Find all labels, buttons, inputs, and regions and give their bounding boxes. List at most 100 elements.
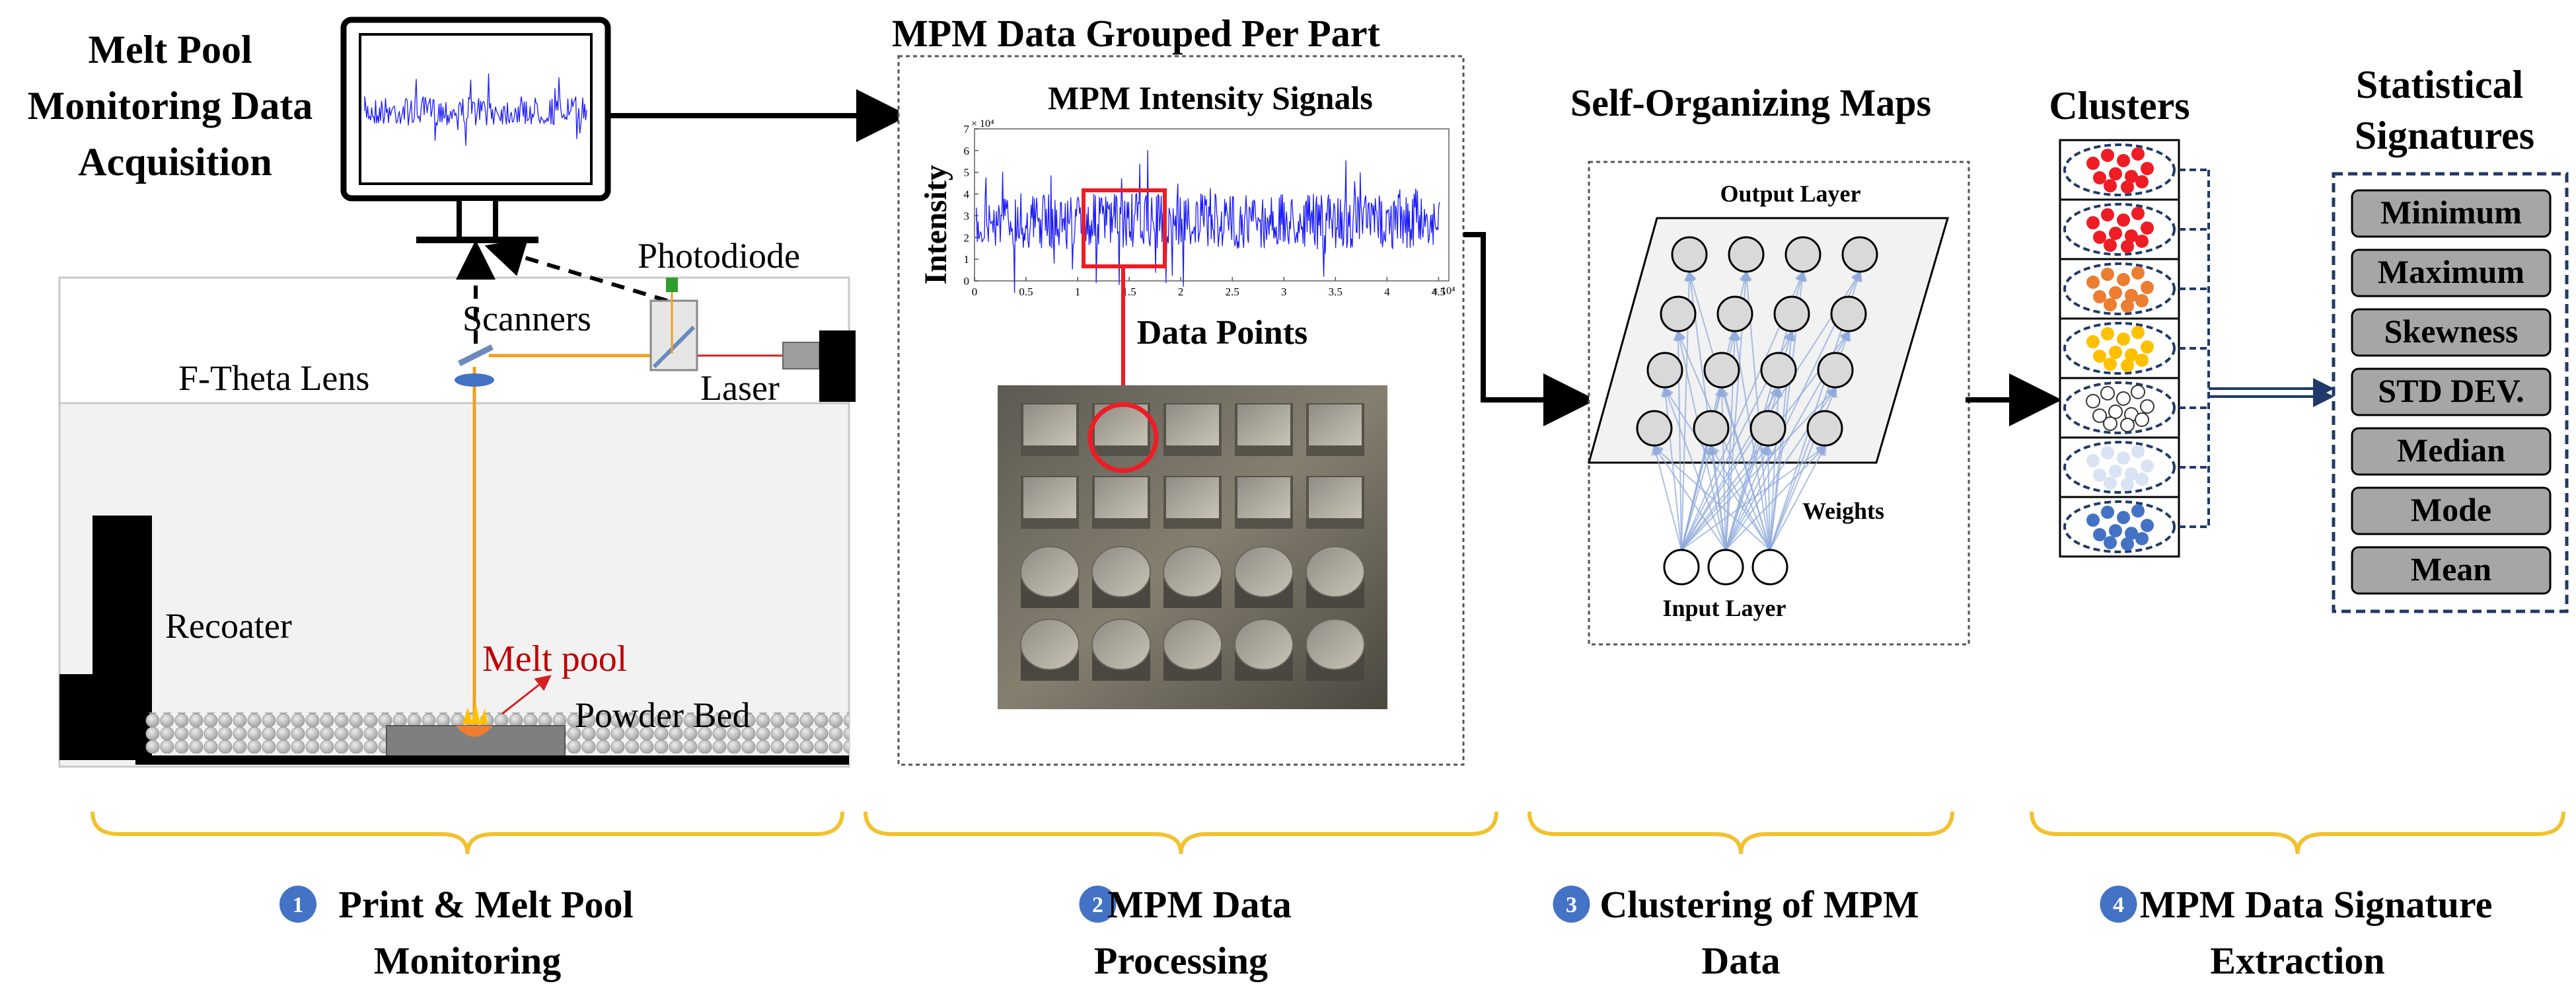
step-brace — [2030, 811, 2565, 855]
som-title: Self-Organizing Maps — [1570, 81, 1931, 124]
cluster-point — [2104, 239, 2117, 252]
x-tick-label: 0 — [972, 286, 978, 298]
y-tick-label: 1 — [964, 253, 970, 266]
som-network — [1636, 236, 1878, 586]
cluster-point — [2086, 335, 2100, 348]
step-number-badge — [2100, 886, 2137, 923]
cluster-point — [2117, 511, 2130, 524]
cylinder-top — [1163, 546, 1222, 597]
stat-box — [2351, 189, 2552, 238]
cluster-point — [2086, 454, 2100, 467]
recoater-label: Recoater — [165, 606, 292, 646]
step-number: 1 — [293, 893, 304, 917]
cluster-point — [2135, 294, 2149, 307]
step-title-line1: Clustering of MPM — [1600, 883, 1919, 926]
step-title-line2: Extraction — [2210, 939, 2384, 982]
y-tick-label: 2 — [964, 231, 970, 244]
cluster-point — [2121, 537, 2134, 551]
stat-label: Minimum — [2380, 194, 2522, 231]
clusters-column — [2059, 139, 2180, 558]
output-neuron — [1760, 352, 1797, 389]
plot-ylabel: Intensity — [918, 165, 953, 284]
cluster-point — [2104, 179, 2117, 192]
output-neuron — [1773, 295, 1810, 332]
output-neuron — [1693, 410, 1730, 447]
meltpool-label: Melt pool — [482, 638, 627, 679]
scanner-mirror-icon — [457, 344, 494, 367]
step-brace — [1527, 811, 1954, 855]
plot-title: MPM Intensity Signals — [1048, 79, 1373, 116]
section-signatures: Clusters Statistical Signatures MinimumM… — [2049, 63, 2569, 613]
cluster-point — [2135, 532, 2149, 545]
stat-label: Skewness — [2384, 313, 2519, 350]
cluster-point — [2104, 536, 2117, 549]
cluster-point — [2125, 467, 2138, 480]
cluster-point — [2101, 327, 2114, 340]
y-tick-label: 5 — [964, 167, 970, 179]
cluster-point — [2125, 289, 2138, 302]
cube-top — [1166, 477, 1219, 518]
x-tick-label: 3 — [1281, 286, 1287, 298]
laser-label: Laser — [700, 368, 780, 408]
cluster-point — [2141, 221, 2154, 235]
cylinder-top — [1091, 546, 1151, 597]
step-number-badge — [279, 886, 316, 923]
cluster-point — [2117, 451, 2130, 465]
cluster-point — [2141, 162, 2154, 175]
monitor-icon — [340, 17, 611, 243]
cluster-point — [2131, 207, 2145, 220]
cluster-point — [2121, 359, 2134, 372]
x-tick-label: 1 — [1075, 286, 1081, 298]
cluster-point — [2121, 180, 2134, 194]
cluster-point — [2103, 416, 2117, 431]
cluster-point — [2135, 354, 2149, 367]
cluster-point — [2093, 528, 2106, 541]
step-number-badge — [1553, 886, 1590, 923]
melt-pool-icon — [456, 702, 493, 737]
dashed-link-photodiode — [484, 238, 668, 303]
cluster-point — [2101, 208, 2114, 221]
x-tick-label: 2.5 — [1226, 286, 1239, 298]
cluster-point — [2141, 459, 2154, 473]
scanners-label: Scanners — [462, 299, 591, 338]
cluster-point — [2121, 299, 2134, 313]
clusters-title: Clusters — [2049, 84, 2190, 128]
cluster-point — [2117, 273, 2130, 286]
photodiode-label: Photodiode — [638, 236, 800, 276]
stats-title: Statistical Signatures — [2355, 63, 2534, 157]
cluster-point — [2131, 147, 2145, 161]
cluster-point — [2109, 286, 2122, 299]
x-tick-label: 1.5 — [1122, 286, 1136, 298]
stat-label: Maximum — [2378, 253, 2524, 290]
cluster-point — [2101, 446, 2114, 459]
cube-top — [1237, 404, 1290, 445]
ftheta-label: F-Theta Lens — [178, 358, 369, 398]
cluster-point — [2125, 229, 2138, 243]
cluster-point — [2109, 524, 2122, 537]
cluster-point — [2120, 418, 2135, 432]
step-number-badge — [1079, 886, 1117, 923]
recoater-icon — [59, 516, 152, 760]
cluster-point — [2135, 473, 2149, 486]
step-title-line2: Processing — [1094, 939, 1268, 982]
cylinder-top — [1163, 619, 1222, 670]
stat-box — [2351, 546, 2552, 595]
cluster-point — [2135, 235, 2149, 248]
monitor-signal-trace — [364, 73, 587, 146]
output-neuron — [1841, 236, 1878, 273]
y-tick-label: 3 — [964, 210, 970, 222]
mini-trace-path — [364, 73, 587, 146]
x-tick-label: 4 — [1384, 286, 1390, 298]
step-title-line1: MPM Data — [1107, 883, 1292, 926]
stat-box — [2351, 249, 2552, 297]
output-neuron — [1703, 352, 1740, 389]
output-neuron — [1749, 410, 1786, 447]
output-neuron — [1806, 410, 1843, 447]
y-tick-label: 4 — [964, 188, 970, 201]
optics-chamber — [58, 276, 850, 404]
output-neuron — [1716, 295, 1753, 332]
output-layer-label: Output Layer — [1720, 180, 1860, 207]
